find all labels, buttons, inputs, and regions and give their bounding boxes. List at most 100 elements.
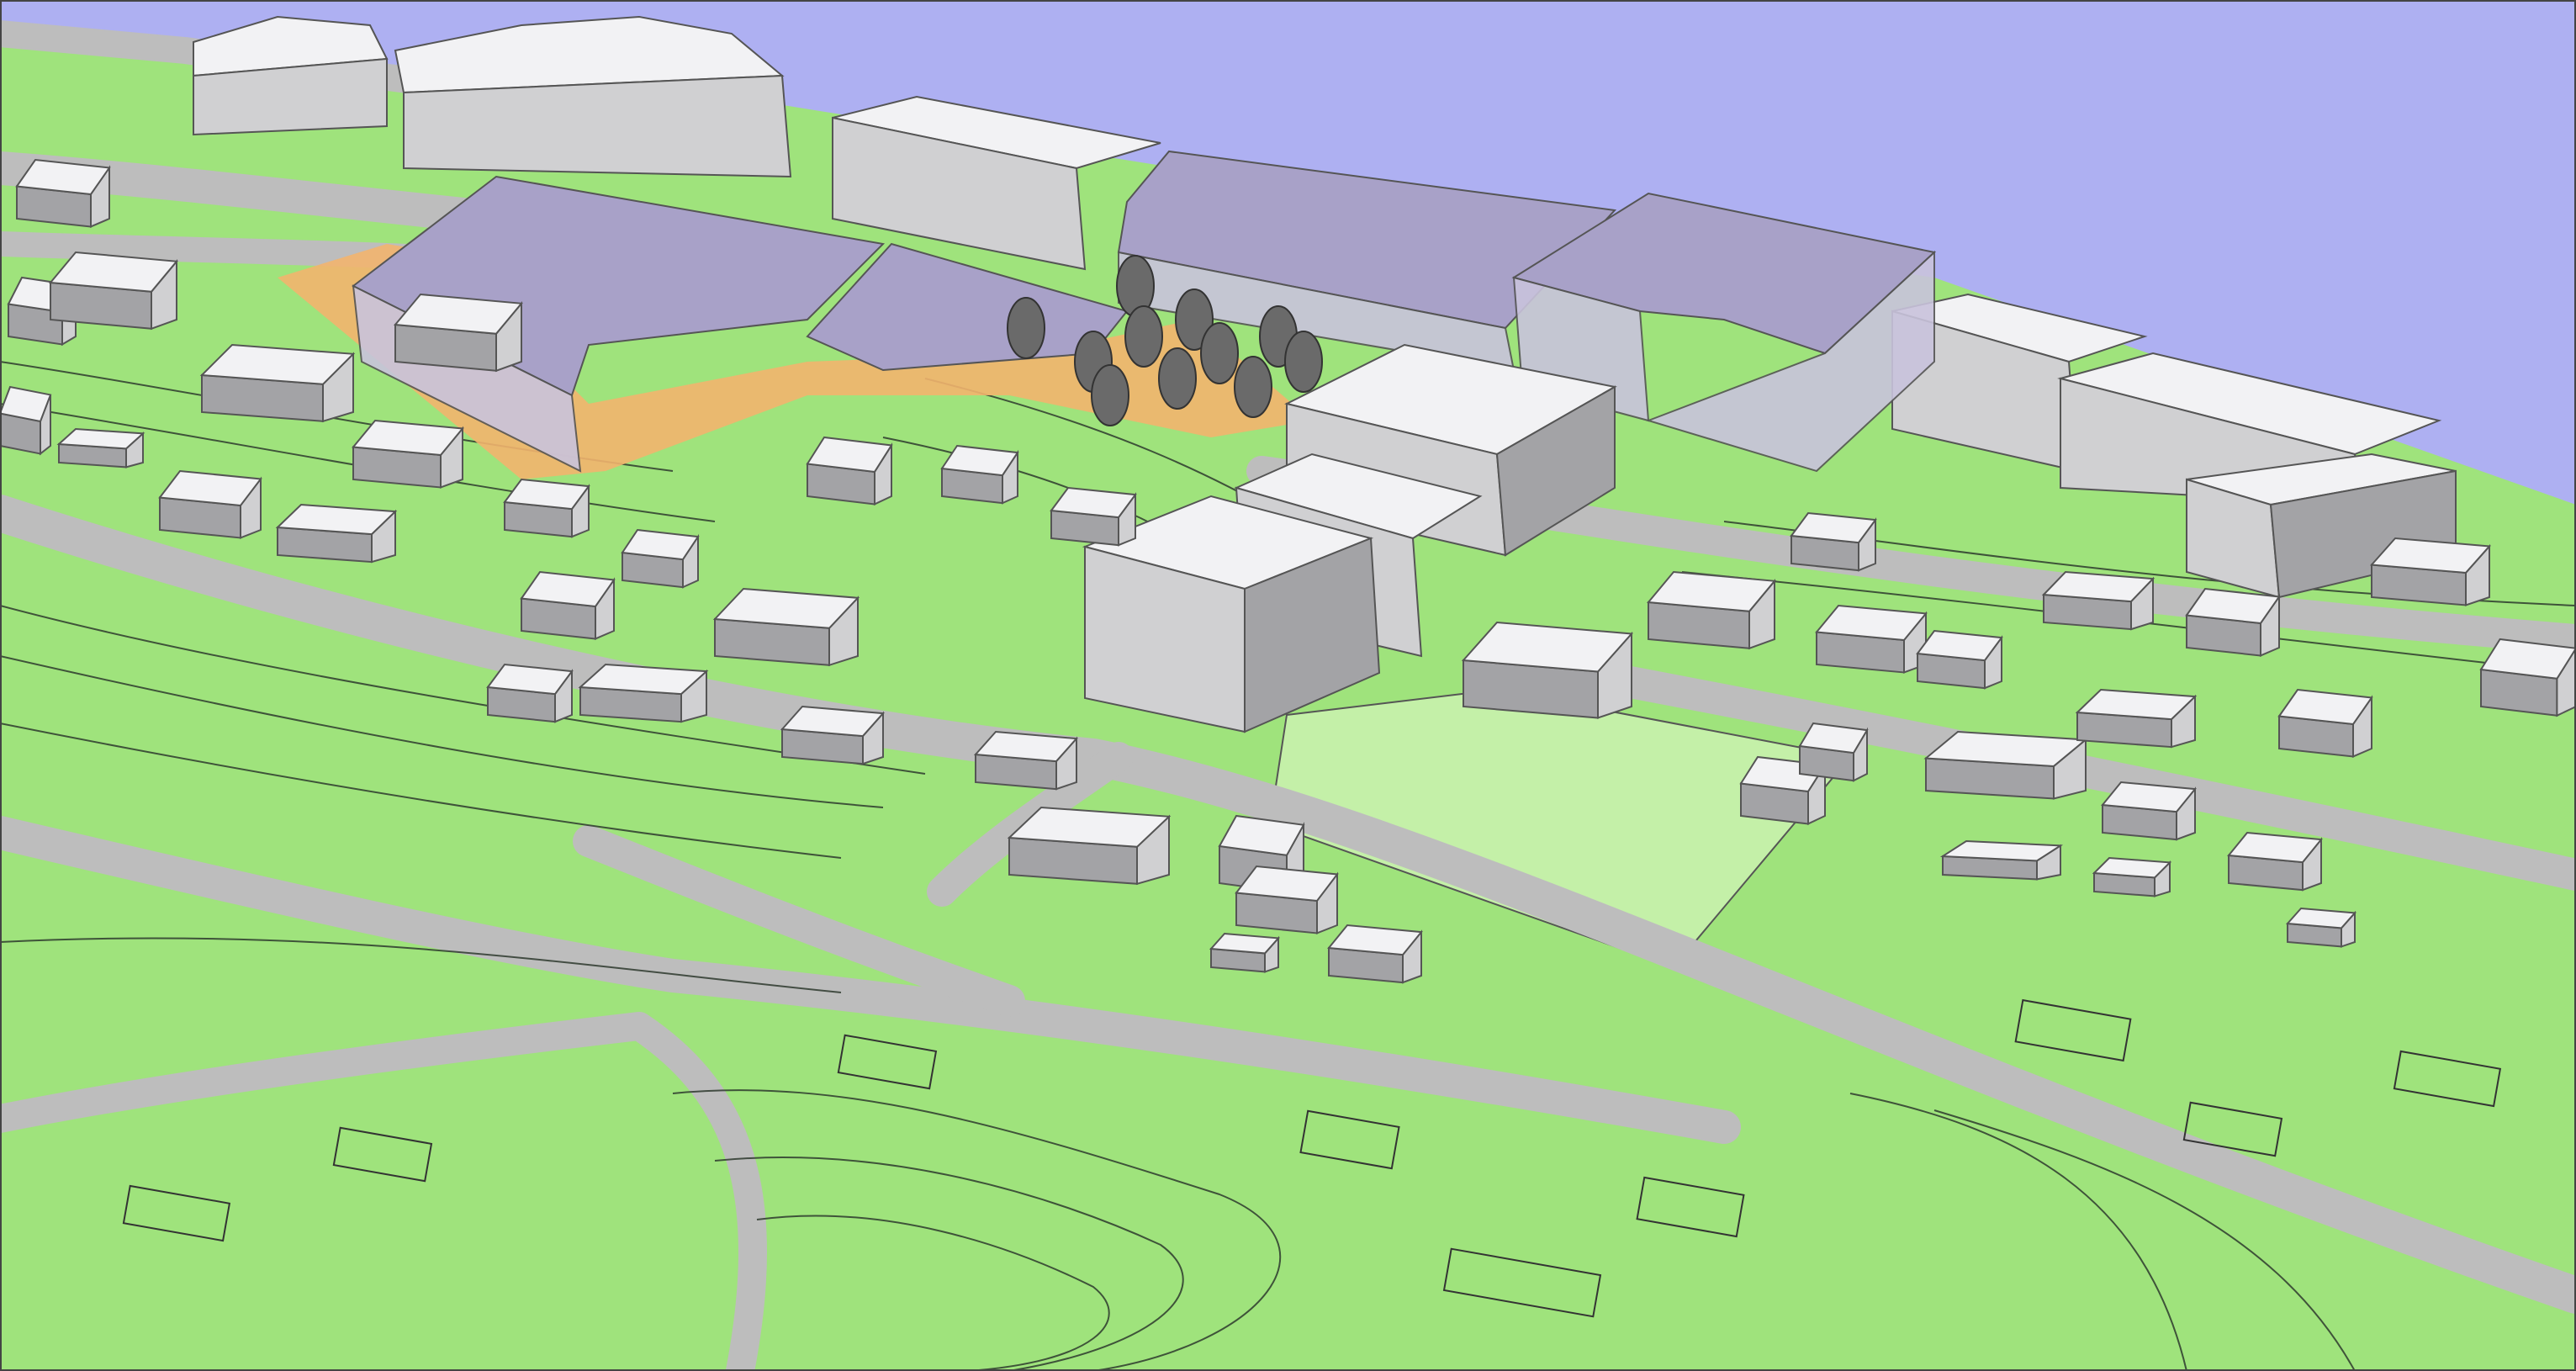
house [780, 705, 886, 765]
house-roof [503, 478, 590, 511]
house-roof [2285, 907, 2357, 929]
house [2285, 907, 2357, 948]
house-roof [973, 730, 1079, 763]
house [275, 503, 398, 564]
house [158, 469, 262, 539]
house [2277, 688, 2373, 758]
contour-line [0, 605, 926, 775]
house [503, 478, 590, 538]
tree [1234, 356, 1272, 418]
house-roof [2101, 781, 2197, 813]
house-roof [1798, 722, 1869, 754]
road-bottom [0, 1012, 767, 1371]
house [712, 587, 860, 667]
house [2227, 831, 2323, 892]
contour-line [672, 1089, 1282, 1371]
road-lower [0, 816, 1741, 1144]
house [1050, 486, 1137, 547]
house-roof [520, 570, 616, 608]
house-roof [2479, 638, 2576, 680]
house [2075, 688, 2198, 749]
house [486, 663, 574, 723]
building-wall [403, 74, 792, 178]
house-roof [2227, 831, 2323, 864]
house-roof [2369, 537, 2492, 574]
house-roof [1050, 486, 1137, 519]
proposed-building-d-side [1645, 250, 1935, 473]
house [199, 343, 356, 423]
house [1235, 865, 1339, 934]
tree [1175, 288, 1214, 351]
lot-footprint [2393, 1050, 2502, 1108]
house [56, 427, 145, 468]
building-wall [193, 57, 388, 136]
house-roof [486, 663, 574, 696]
house [2479, 638, 2576, 717]
house [806, 436, 893, 506]
house [1939, 839, 2064, 881]
house [973, 730, 1079, 791]
contour-line [1933, 1109, 2356, 1371]
contour-line [756, 1215, 1110, 1371]
house [1923, 730, 2088, 800]
house-roof [940, 444, 1019, 477]
house [2041, 570, 2155, 631]
house-roof [1916, 629, 2003, 662]
house-roof [1235, 865, 1339, 902]
house-roof [394, 293, 523, 335]
house-roof [1815, 604, 1928, 641]
house-roof [1209, 932, 1281, 955]
tree [1284, 331, 1323, 393]
contour-line [0, 723, 842, 859]
building-wall [1495, 385, 1616, 557]
house-roof [621, 528, 700, 561]
tree [1124, 305, 1163, 368]
house [2092, 856, 2172, 897]
lot-footprints [122, 998, 2502, 1318]
house [0, 385, 52, 456]
contour-line [714, 1157, 1184, 1371]
house [1327, 924, 1423, 984]
house-roof [578, 663, 709, 696]
house-roof [56, 427, 145, 450]
building-roof [193, 15, 389, 77]
house [1007, 806, 1172, 886]
house-roof [1327, 924, 1423, 956]
house [1461, 621, 1634, 719]
house [2369, 537, 2492, 606]
house [15, 158, 111, 228]
road-diagonal [573, 825, 1025, 1017]
house-roof [1218, 814, 1305, 856]
lot-footprint [1636, 1176, 1745, 1238]
house [1739, 755, 1827, 826]
house-roof [1790, 511, 1877, 544]
tree [1007, 297, 1045, 359]
existing-buildings-central [1082, 343, 1617, 733]
house [49, 251, 178, 331]
house-roof [49, 251, 178, 293]
house-roof [2185, 587, 2281, 625]
house [940, 444, 1019, 505]
building-wall [832, 116, 1087, 271]
lot-footprint [837, 1034, 938, 1090]
house-roof [0, 385, 52, 423]
house-roof [352, 419, 464, 456]
house [352, 419, 464, 489]
house-roof [15, 158, 111, 196]
house [621, 528, 700, 589]
contour-line [1849, 1093, 2187, 1371]
building-wall [1244, 537, 1381, 733]
house-roof [2277, 688, 2373, 726]
house [520, 570, 616, 640]
tree-cluster [1007, 255, 1323, 426]
contour-line [0, 655, 884, 808]
residential-houses [0, 158, 2576, 984]
house-roof [2041, 570, 2155, 603]
tree [1158, 347, 1197, 410]
lot-footprint [122, 1184, 231, 1242]
house [2101, 781, 2197, 841]
house-roof [2092, 856, 2172, 879]
house [1209, 932, 1281, 973]
